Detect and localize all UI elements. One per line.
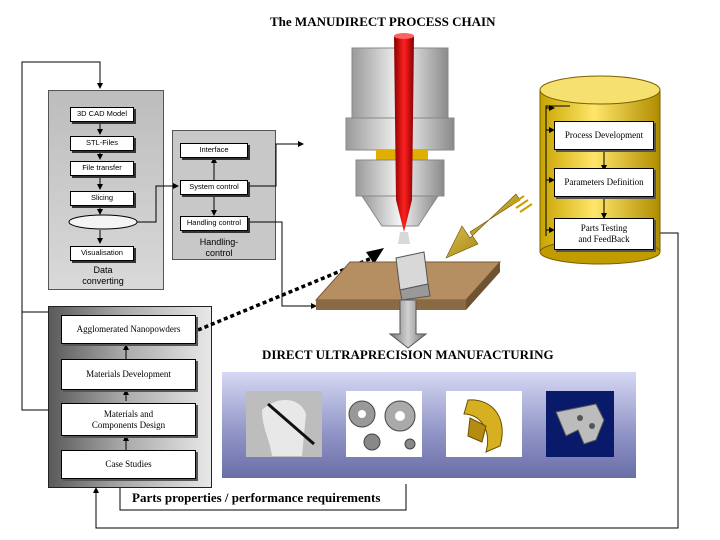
step-slicing: Slicing (70, 191, 134, 206)
blue-part-thumb (546, 391, 614, 457)
step-file-transfer: File transfer (70, 161, 134, 176)
step-process-development: Process Development (554, 121, 654, 150)
step-interface: Interface (180, 143, 248, 158)
handling-control-label: Handling- control (199, 237, 239, 258)
step-materials-components-design: Materials and Components Design (61, 403, 196, 436)
step-agglomerated-nanopowders: Agglomerated Nanopowders (61, 315, 196, 344)
handling-control-panel (172, 130, 276, 260)
data-converting-label: Data converting (82, 265, 124, 286)
step-materials-development: Materials Development (61, 359, 196, 390)
step-system-control: System control (180, 180, 248, 195)
step-handling-control: Handling control (180, 216, 248, 231)
bone-implant-thumb (246, 391, 322, 457)
gold-part-thumb (446, 391, 522, 457)
step-stl-files: STL-Files (70, 136, 134, 151)
step-case-studies: Case Studies (61, 450, 196, 479)
diagram-title: The MANUDIRECT PROCESS CHAIN (270, 14, 496, 29)
step-parts-testing-feedback: Parts Testing and FeedBack (554, 218, 654, 250)
requirements-label: Parts properties / performance requireme… (132, 490, 381, 505)
step-visualisation: Visualisation (70, 246, 134, 261)
manufacturing-title: DIRECT ULTRAPRECISION MANUFACTURING (262, 347, 554, 362)
gears-thumb (346, 391, 422, 457)
step-3d-cad-model: 3D CAD Model (70, 107, 134, 122)
step-parameters-definition: Parameters Definition (554, 168, 654, 197)
